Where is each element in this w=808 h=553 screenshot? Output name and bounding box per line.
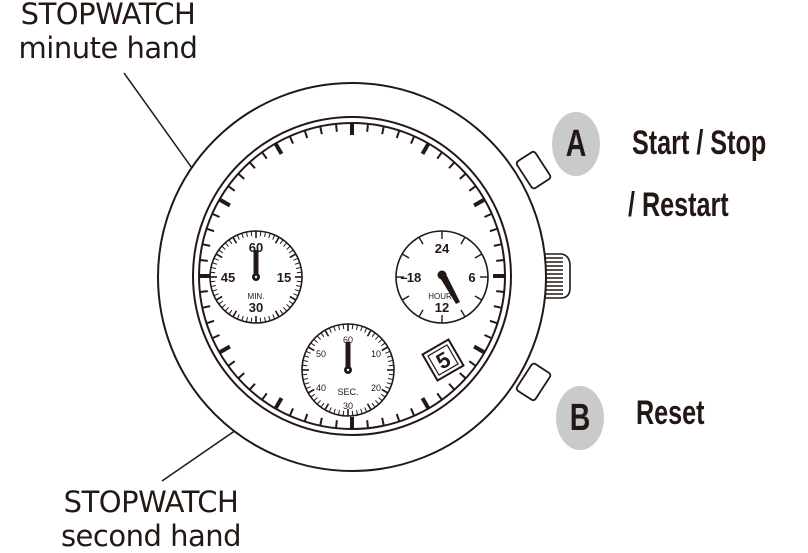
sec-label-50: 50 — [316, 349, 326, 359]
minute-track — [199, 123, 505, 429]
date-window: 5 — [421, 338, 465, 382]
hour-label-24: 24 — [435, 241, 450, 256]
callout-second-line2: second hand — [60, 519, 242, 553]
callout-minute-line2: minute hand — [18, 31, 198, 65]
callout-minute-hand: STOPWATCH minute hand — [0, 0, 216, 63]
sec-label-60: 60 — [343, 335, 353, 345]
sec-label-30: 30 — [343, 401, 353, 411]
sec-label-10: 10 — [371, 349, 381, 359]
hour-label-18: 18 — [407, 270, 421, 285]
sec-caption: SEC. — [337, 387, 358, 397]
min-caption: MIN. — [248, 292, 265, 301]
minute-subdial: 60 15 30 45 MIN. — [209, 230, 303, 324]
minute-hand — [253, 250, 259, 278]
button-a-action-line1: Start / Stop — [632, 124, 767, 162]
crown[interactable] — [543, 253, 571, 299]
sec-label-20: 20 — [371, 383, 381, 393]
min-label-30: 30 — [249, 300, 263, 315]
callout-second-hand: STOPWATCH second hand — [36, 488, 266, 551]
second-hand — [345, 342, 351, 371]
hour-hand — [439, 272, 460, 304]
hour-subdial: 24 6 12 18 – HOUR — [395, 230, 489, 324]
svg-text:–: – — [400, 270, 407, 285]
callout-minute-line1: STOPWATCH — [20, 0, 196, 31]
min-label-60: 60 — [249, 240, 263, 255]
sec-label-40: 40 — [316, 383, 326, 393]
button-a-badge: A — [552, 112, 600, 176]
pusher-b[interactable] — [515, 362, 552, 402]
button-a-action-line2: / Restart — [628, 186, 729, 224]
hour-label-12: 12 — [435, 300, 449, 315]
button-b-action: Reset — [636, 394, 705, 432]
button-b-badge: B — [556, 386, 604, 450]
min-label-45: 45 — [221, 270, 235, 285]
hour-caption: HOUR — [428, 292, 452, 301]
callout-second-line1: STOPWATCH — [63, 485, 239, 519]
pusher-a[interactable] — [515, 150, 552, 190]
hour-label-6: 6 — [468, 270, 475, 285]
min-label-15: 15 — [277, 270, 291, 285]
second-subdial: 60 10 20 30 40 50 SEC. — [301, 323, 395, 417]
